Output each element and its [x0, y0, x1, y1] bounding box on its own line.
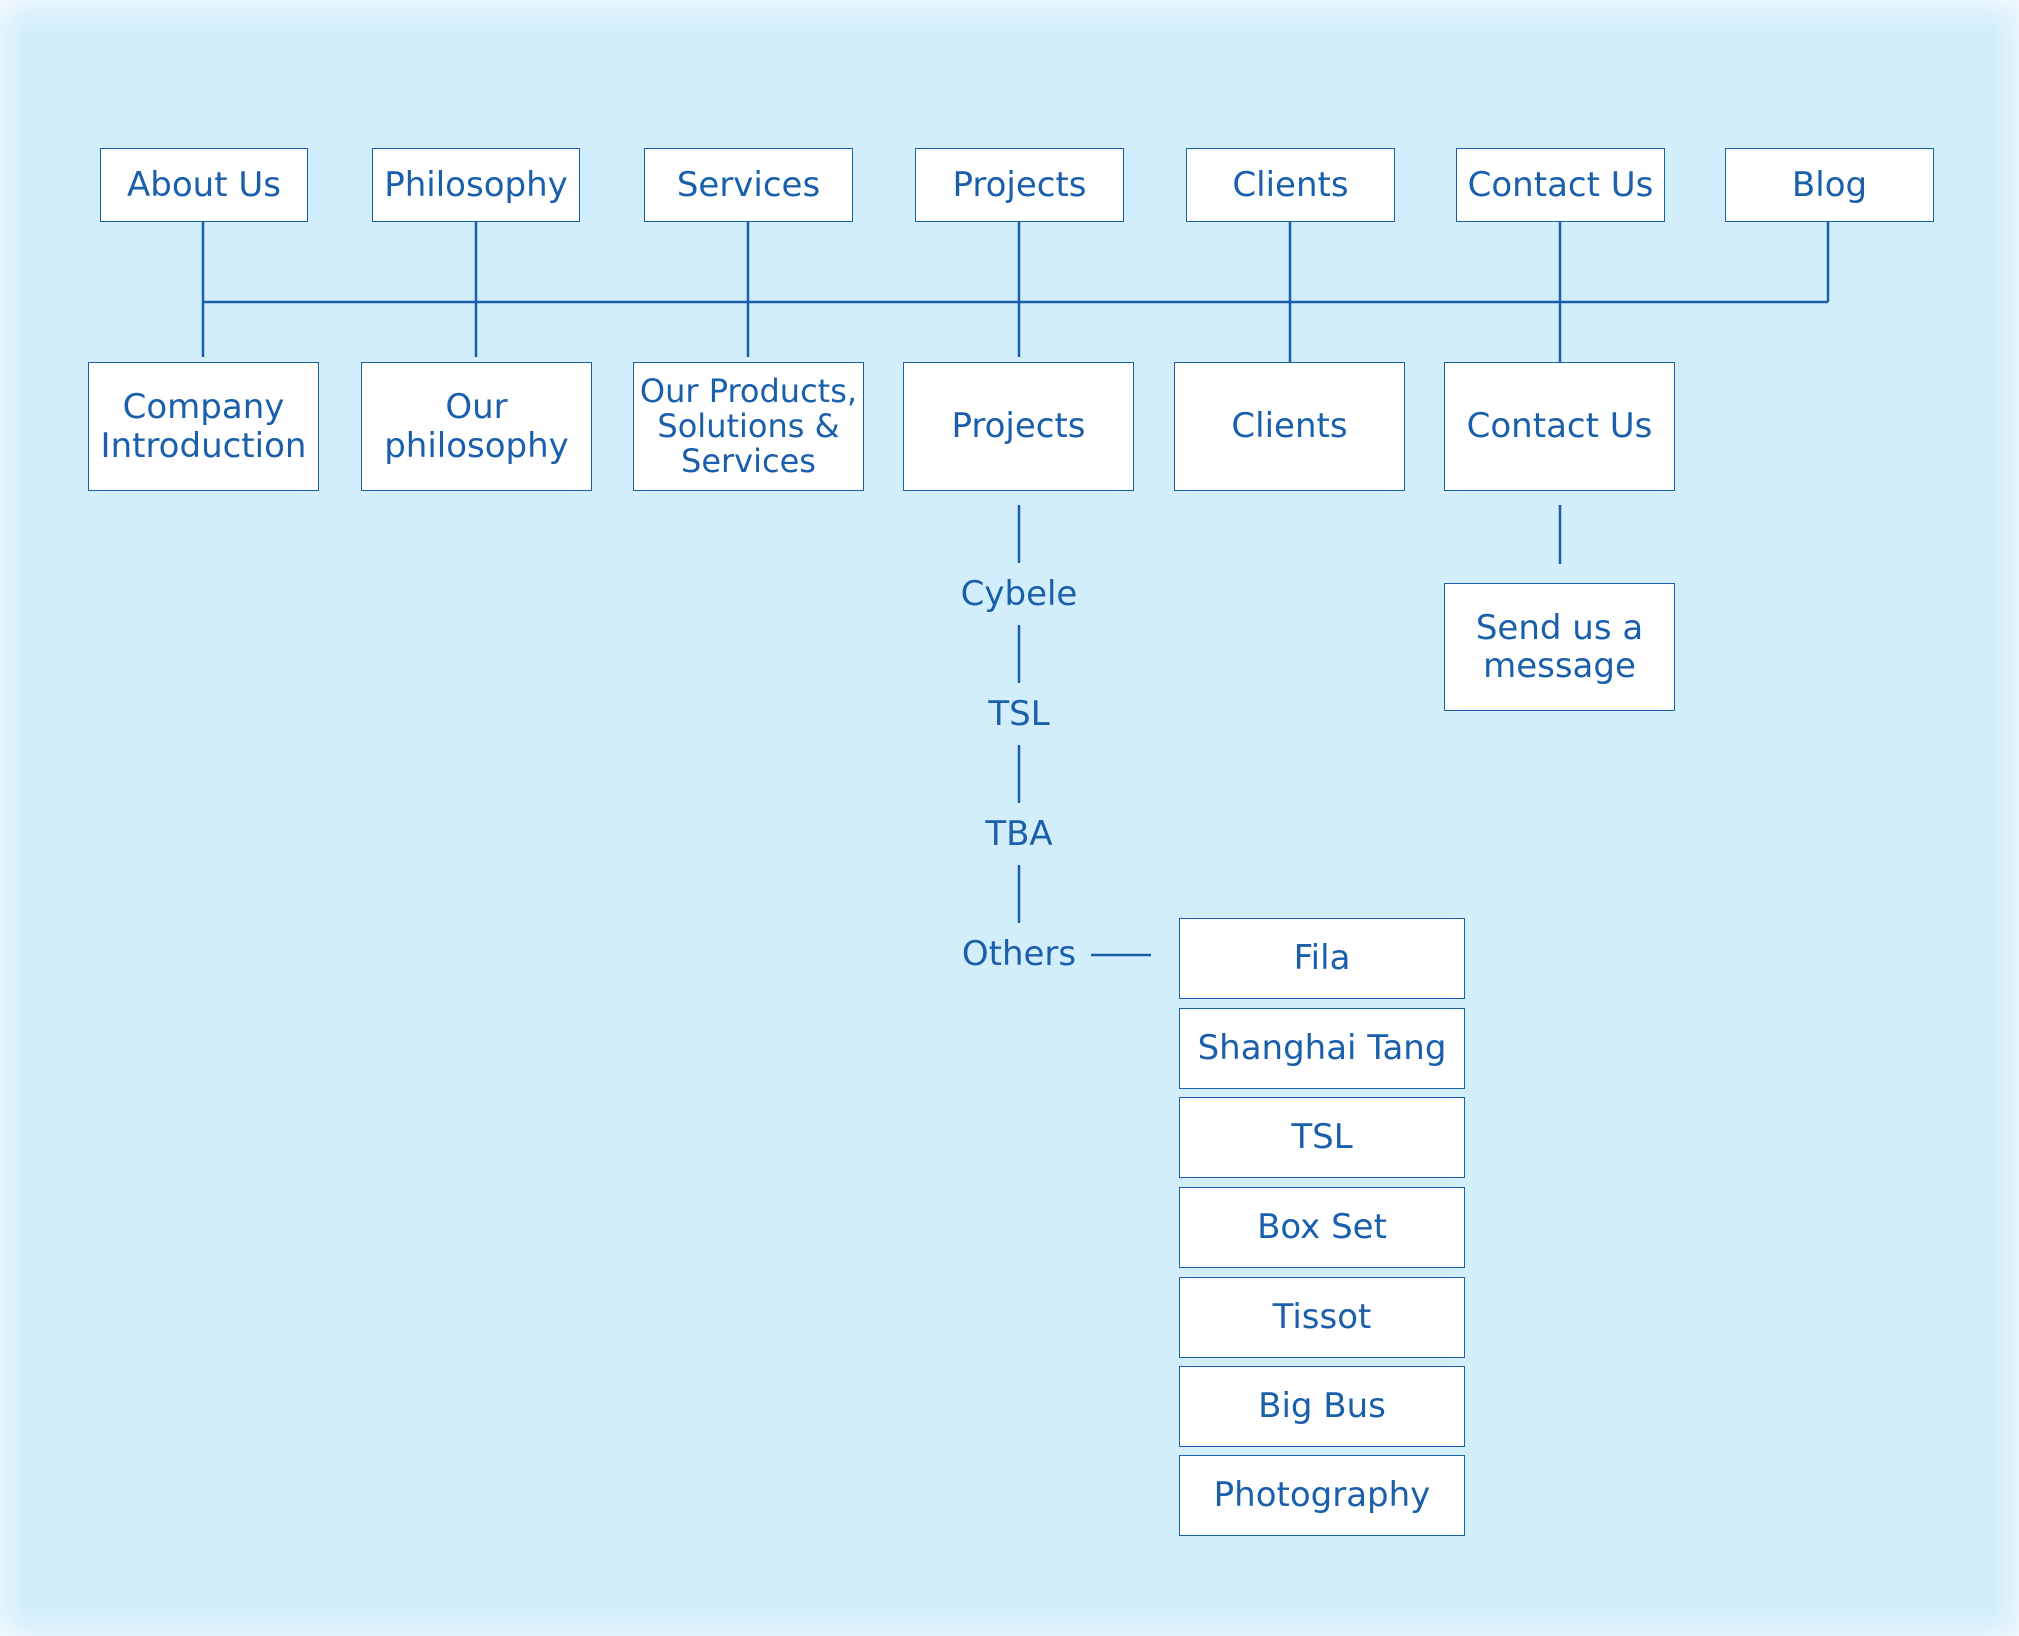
page-products-solutions-services[interactable]: Our Products, Solutions & Services [633, 362, 864, 491]
others-item-tsl[interactable]: TSL [1179, 1097, 1465, 1178]
page-company-introduction[interactable]: Company Introduction [88, 362, 319, 491]
page-our-philosophy[interactable]: Our philosophy [361, 362, 592, 491]
project-others[interactable]: Others [961, 934, 1077, 974]
nav-contact-us[interactable]: Contact Us [1456, 148, 1665, 222]
others-item-box-set[interactable]: Box Set [1179, 1187, 1465, 1268]
project-tsl[interactable]: TSL [988, 694, 1050, 734]
diagram-background [22, 25, 1997, 1615]
page-contact-us[interactable]: Contact Us [1444, 362, 1675, 491]
contact-send-message[interactable]: Send us a message [1444, 583, 1675, 711]
others-item-photography[interactable]: Photography [1179, 1455, 1465, 1536]
nav-about-us[interactable]: About Us [100, 148, 308, 222]
nav-projects[interactable]: Projects [915, 148, 1124, 222]
others-item-shanghai-tang[interactable]: Shanghai Tang [1179, 1008, 1465, 1089]
page-projects[interactable]: Projects [903, 362, 1134, 491]
nav-services[interactable]: Services [644, 148, 853, 222]
page-clients[interactable]: Clients [1174, 362, 1405, 491]
nav-clients[interactable]: Clients [1186, 148, 1395, 222]
project-tba[interactable]: TBA [985, 814, 1053, 854]
project-cybele[interactable]: Cybele [960, 574, 1078, 614]
others-item-fila[interactable]: Fila [1179, 918, 1465, 999]
nav-blog[interactable]: Blog [1725, 148, 1934, 222]
others-item-tissot[interactable]: Tissot [1179, 1277, 1465, 1358]
nav-philosophy[interactable]: Philosophy [372, 148, 580, 222]
others-item-big-bus[interactable]: Big Bus [1179, 1366, 1465, 1447]
